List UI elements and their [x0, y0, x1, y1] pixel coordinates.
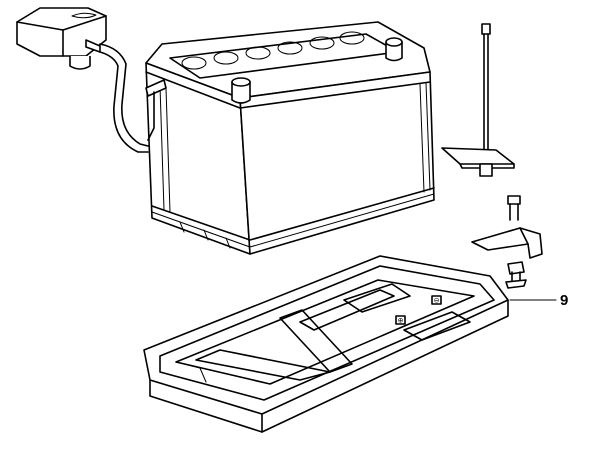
tray-mark-positive: ⊕ [398, 318, 404, 325]
vent-hose [85, 39, 149, 153]
callout-number: 9 [560, 292, 568, 309]
callout-9: 9 [509, 292, 568, 309]
hold-down-rod [441, 23, 515, 177]
vent-cap [16, 7, 107, 70]
tray-mark-negative: ⊖ [434, 298, 440, 305]
battery-tray: ⊕ ⊖ [143, 255, 509, 433]
bolt-and-bracket [471, 195, 543, 289]
battery [145, 21, 435, 255]
